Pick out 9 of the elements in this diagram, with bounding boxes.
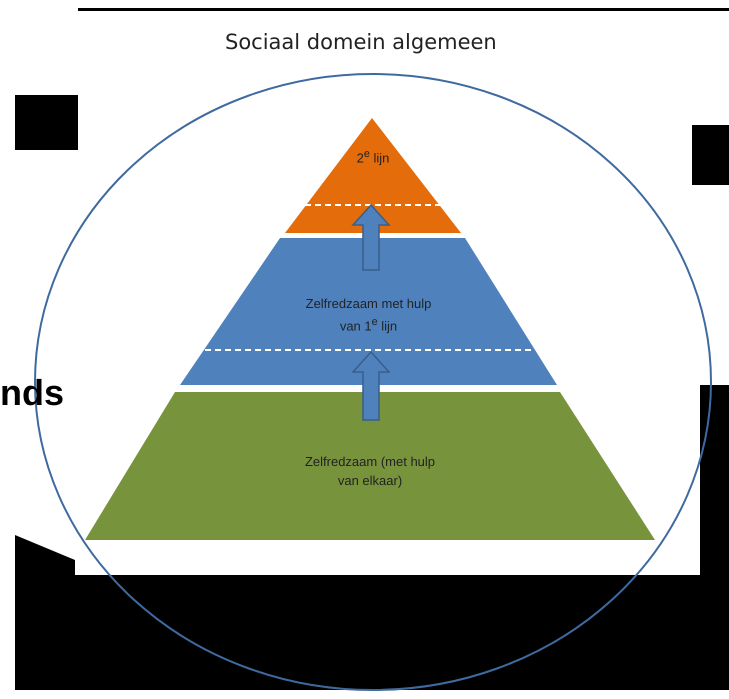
tier-label: 2$^{e}$ lijn bbox=[356, 147, 390, 168]
block-arrow bbox=[351, 204, 391, 271]
tier-label: Zelfredzaam (met hulp van elkaar) bbox=[304, 453, 436, 490]
pyramid-tier bbox=[85, 392, 655, 540]
tier-label: Zelfredzaam met hulp van 1$^{e}$ lijn bbox=[304, 295, 432, 336]
pyramid-tier bbox=[285, 118, 461, 233]
pyramid-tier bbox=[180, 238, 557, 385]
block-arrow bbox=[351, 350, 391, 421]
title: Sociaal domein algemeen bbox=[225, 30, 497, 54]
